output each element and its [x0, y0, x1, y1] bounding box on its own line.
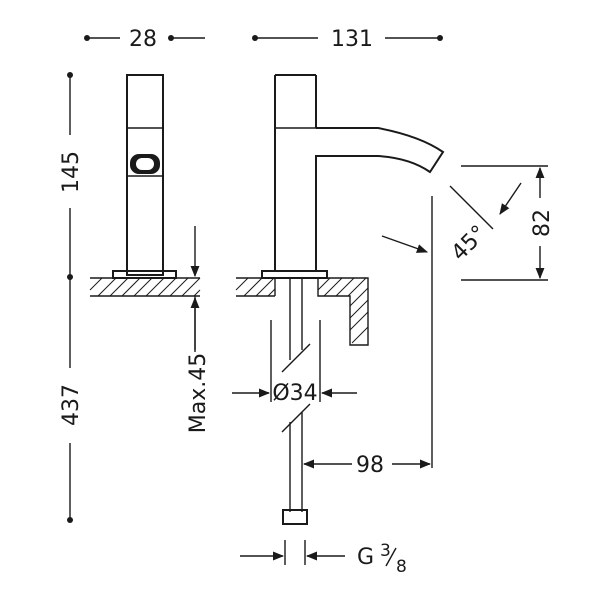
supply-pipe — [281, 278, 311, 525]
dim-front-width: 131 — [252, 27, 443, 52]
connector-nut — [282, 509, 308, 525]
max-thickness-label: Max.45 — [186, 353, 211, 433]
dim-pipe-diameter: Ø34 — [232, 320, 357, 406]
front-view-countertop — [235, 277, 369, 346]
spout-reach-label: 98 — [356, 453, 384, 478]
dim-spout-angle: 45° — [381, 182, 522, 266]
thread-label: G — [357, 545, 374, 570]
thread-fraction-denominator: 8 — [396, 557, 407, 577]
side-width-label: 28 — [129, 27, 157, 52]
dim-side-width: 28 — [84, 27, 205, 52]
height-above-label: 145 — [59, 151, 84, 193]
dim-height-below: 437 — [59, 277, 84, 523]
height-below-label: 437 — [59, 384, 84, 426]
dim-thread: G 3 8 — [240, 540, 407, 577]
side-view-faucet — [112, 74, 177, 279]
thread-fraction-numerator: 3 — [380, 541, 391, 561]
side-view-countertop — [89, 277, 201, 297]
spout-angle-label: 45° — [447, 221, 492, 266]
pipe-diameter-label: Ø34 — [272, 381, 317, 406]
front-view-faucet — [261, 74, 445, 279]
dim-spout-rise: 82 — [461, 165, 555, 281]
spout-rise-label: 82 — [530, 209, 555, 237]
dim-max-thickness: Max.45 — [186, 226, 211, 433]
dim-height-above: 145 — [59, 72, 84, 280]
dim-spout-reach: 98 — [302, 196, 433, 478]
front-width-label: 131 — [331, 27, 373, 52]
